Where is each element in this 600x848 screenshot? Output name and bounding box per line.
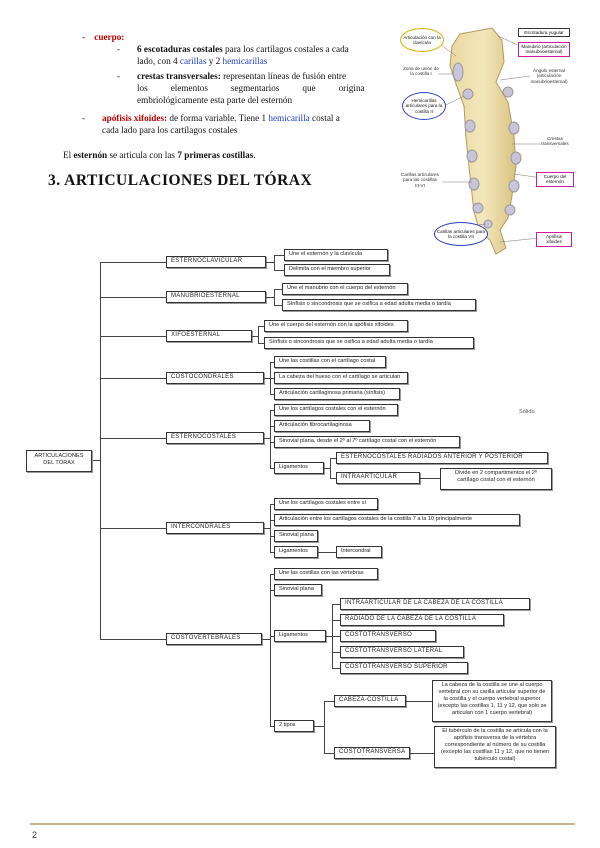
carillas-link: carillas bbox=[179, 56, 207, 67]
hemicarillas-link: hemicarillas bbox=[222, 56, 268, 67]
manubrioesternal-item-2: Sínfisis o sincondrosis que se osifica a… bbox=[282, 299, 476, 311]
apofisis-label: apófisis xifoides: bbox=[102, 113, 168, 123]
section-heading: 3. ARTICULACIONES DEL TÓRAX bbox=[48, 172, 313, 189]
costovertebrales-tipos: 2 tipos bbox=[274, 720, 314, 732]
node-xifoesternal: XIFOESTERNAL bbox=[166, 330, 252, 342]
costocondrales-item-2: La cabeza del hueso con el cartílago se … bbox=[274, 372, 408, 384]
bullet-apofisis: - apófisis xifoides: de forma variable. … bbox=[82, 113, 340, 136]
intraarticular-desc: Divide en 2 compartimentos el 2º cartíla… bbox=[440, 468, 552, 490]
root-node: ARTICULACIONES DEL TÓRAX bbox=[26, 450, 92, 472]
esternoclavicular-item-2: Delimita con el miembro superior bbox=[284, 264, 390, 276]
bullet-crestas: - crestas transversales: representan lín… bbox=[117, 71, 365, 106]
xifoesternal-item-2: Sínfisis o sincondrosis que se osifica a… bbox=[264, 337, 474, 349]
costovertebrales-ligamentos: Ligamentos bbox=[274, 630, 326, 642]
label-manubrio: Manubrio (articulación manubrioesternal) bbox=[518, 42, 570, 57]
node-costovertebrales: COSTOVERTEBRALES bbox=[166, 633, 262, 645]
label-art-clavicula: Articulación con la clavícula bbox=[400, 28, 444, 52]
label-escotadura-yugular: Escotadura yugular bbox=[518, 28, 570, 38]
intercondrales-item-1: Une los cartílagos costales entre sí bbox=[274, 498, 378, 510]
lig-costotransverso: COSTOTRANSVERSO bbox=[340, 630, 436, 642]
label-crestas: Crestas transversales bbox=[541, 136, 569, 147]
label-carillas-vii: Carillas articulares para la costilla VI… bbox=[434, 222, 488, 246]
costocondrales-item-3: Articulación cartilaginosa primaria (sín… bbox=[274, 388, 400, 400]
costotransversa-desc: El tubérculo de la costilla se articula … bbox=[434, 726, 556, 768]
tipo-cabeza-costilla: CABEZA-COSTILLA bbox=[334, 695, 406, 707]
cabeza-costilla-desc: La cabeza de la costilla se une al cuerp… bbox=[432, 680, 552, 722]
lig-intraarticular-cabeza: INTRAARTICULAR DE LA CABEZA DE LA COSTIL… bbox=[340, 598, 530, 610]
label-apofisis: Apófisis xifoides bbox=[536, 232, 572, 247]
node-esternoclavicular: ESTERNOCLAVICULAR bbox=[166, 256, 266, 268]
sternum-figure: Articulación con la clavícula Escotadura… bbox=[400, 26, 574, 260]
lig-intercondral: Intercondral bbox=[336, 546, 382, 558]
hemicarilla-link: hemicarilla bbox=[268, 113, 310, 123]
label-angulo: Ángulo esternal (articulación manubrioes… bbox=[530, 68, 568, 84]
sternum-illustration bbox=[438, 27, 543, 255]
label-cuerpo-esternon: Cuerpo del esternón bbox=[536, 172, 574, 187]
label-carillas-iv: Carillas articulares para las costillas … bbox=[401, 172, 439, 188]
node-intercondrales: INTERCONDRALES bbox=[166, 522, 264, 534]
esternocostales-ligamentos: Ligamentos bbox=[274, 462, 324, 474]
lig-intraarticular: INTRAARTICULAR bbox=[336, 472, 420, 484]
solido-note: Sólido bbox=[519, 409, 535, 415]
node-esternocostales: ESTERNOCOSTALES bbox=[166, 432, 264, 444]
costovertebrales-item-2: Sinovial plana bbox=[274, 584, 322, 596]
bullet-escotaduras: - 6 escotaduras costales para los cartíl… bbox=[117, 44, 349, 67]
node-manubrioesternal: MANUBRIOESTERNAL bbox=[166, 291, 266, 303]
lig-radiado-cabeza: RADIADO DE LA CABEZA DE LA COSTILLA bbox=[340, 614, 504, 626]
manubrioesternal-item-1: Une el manubrio con el cuerpo del estern… bbox=[282, 283, 408, 295]
cuerpo-label: cuerpo: bbox=[94, 32, 125, 42]
articulation-sentence: El esternón se articula con las 7 primer… bbox=[63, 150, 256, 160]
tipo-costotransversa: COSTOTRANSVERSA bbox=[334, 747, 410, 759]
esternocostales-item-3: Sinovial plana, desde el 2º al 7º cartíl… bbox=[274, 436, 460, 448]
page-number: 2 bbox=[32, 830, 38, 840]
costocondrales-item-1: Une las costillas con el cartílago costa… bbox=[274, 356, 386, 368]
lig-costotransverso-lateral: COSTOTRANSVERSO LATERAL bbox=[340, 646, 464, 658]
label-zona-union: Zona de unión de la costilla I bbox=[403, 66, 439, 77]
esternocostales-item-2: Articulación fibrocartilaginosa bbox=[274, 420, 370, 432]
lig-costotransverso-superior: COSTOTRANSVERSO SUPERIOR bbox=[340, 662, 468, 674]
esternocostales-item-1: Une los cartílagos costales con el ester… bbox=[274, 404, 398, 416]
lig-esternocostales-radiados: ESTERNOCOSTALES RADIADOS ANTERIOR Y POST… bbox=[336, 452, 548, 464]
intercondrales-item-3: Sinovial plana bbox=[274, 530, 318, 542]
costovertebrales-item-1: Une las costillas con las vértebras bbox=[274, 568, 378, 580]
node-costocondrales: COSTOCONDRALES bbox=[166, 372, 264, 384]
esternoclavicular-item-1: Une el esternón y la clavícula bbox=[284, 249, 388, 261]
bullet-cuerpo: - cuerpo: bbox=[82, 32, 125, 42]
xifoesternal-item-1: Une el cuerpo del esternón con la apófis… bbox=[264, 320, 408, 332]
intercondrales-ligamentos: Ligamentos bbox=[274, 546, 318, 558]
intercondrales-item-2: Articulación entre los cartílagos costal… bbox=[274, 514, 520, 526]
label-hemicarillas-c2: Hemicarillas articulares para la costill… bbox=[402, 92, 446, 120]
footer-rule bbox=[30, 823, 575, 825]
